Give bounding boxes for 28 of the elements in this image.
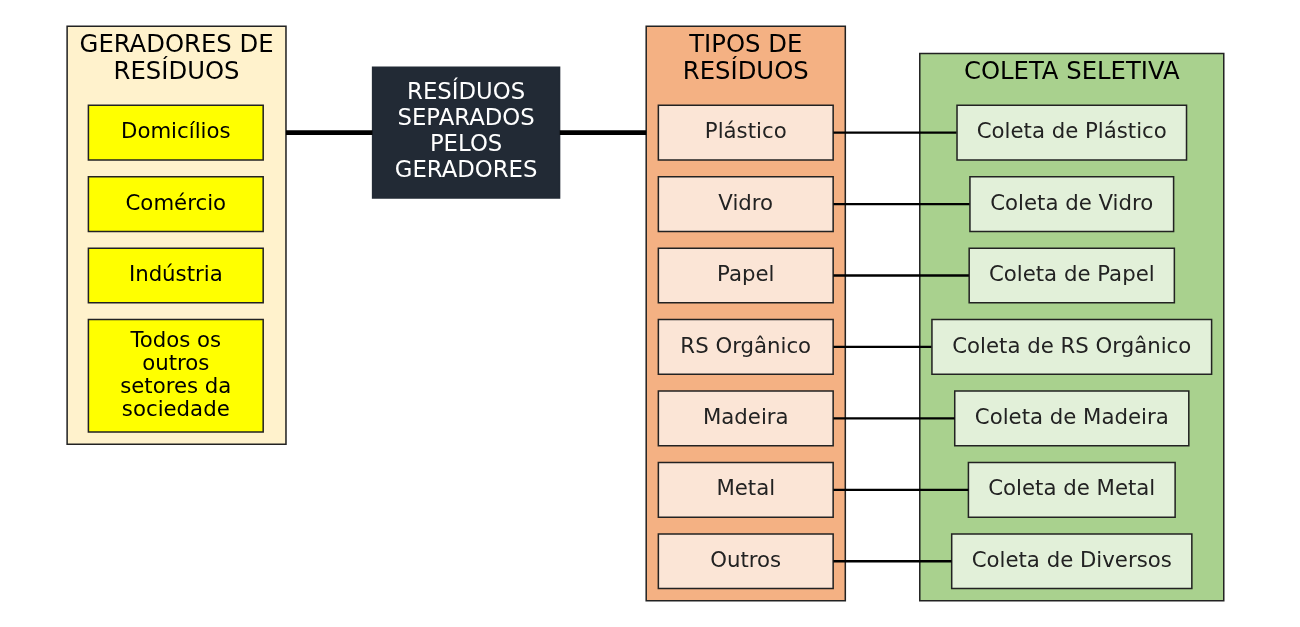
node-box: Plástico	[657, 104, 834, 161]
connector	[833, 488, 969, 491]
connector	[833, 202, 970, 206]
node-box: Coleta de Madeira	[954, 390, 1190, 447]
node-box: Metal	[657, 461, 834, 518]
node-box: Outros	[657, 533, 834, 590]
connector	[286, 130, 373, 135]
node-box: Coleta de Plástico	[956, 104, 1188, 161]
node-box: RESÍDUOS SEPARADOS PELOS GERADORES	[371, 66, 561, 199]
node-box: Domicílios	[87, 104, 264, 161]
node-box: RS Orgânico	[657, 318, 834, 376]
node-box: Coleta de Vidro	[969, 175, 1175, 233]
node-box: Madeira	[657, 390, 834, 447]
node-box: Comércio	[87, 175, 264, 233]
node-box: Coleta de Diversos	[950, 533, 1193, 590]
node-box: Coleta de RS Orgânico	[931, 318, 1213, 376]
connector	[559, 130, 647, 135]
connector	[833, 274, 969, 277]
connector	[833, 345, 932, 349]
node-box: Papel	[657, 247, 834, 304]
node-box: Todos os outros setores da sociedade	[87, 318, 264, 433]
node-box: Vidro	[657, 175, 834, 233]
node-box: Coleta de Metal	[967, 461, 1176, 518]
node-box: Coleta de Papel	[968, 247, 1176, 304]
connector	[833, 417, 955, 420]
node-box: Indústria	[87, 247, 264, 304]
connector	[833, 560, 952, 563]
connector	[833, 131, 957, 134]
